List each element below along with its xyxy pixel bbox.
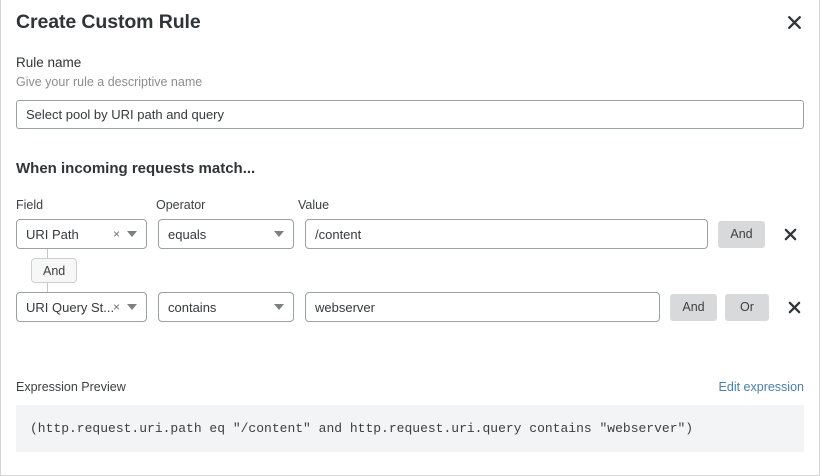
match-section-heading: When incoming requests match... (16, 160, 256, 177)
column-header-value: Value (298, 198, 330, 212)
close-icon[interactable] (782, 10, 806, 34)
page-title: Create Custom Rule (16, 11, 201, 33)
edit-expression-link[interactable]: Edit expression (718, 380, 804, 394)
chevron-down-icon[interactable] (127, 231, 137, 237)
rule-name-hint: Give your rule a descriptive name (16, 75, 203, 89)
operator-select-2[interactable]: contains (158, 292, 294, 322)
dialog-header: Create Custom Rule (16, 0, 804, 35)
field-select-2-clear-icon[interactable]: × (112, 300, 120, 314)
condition-row: URI Path × equals And (16, 219, 804, 249)
rule-name-input[interactable] (16, 100, 804, 129)
condition-row: URI Query St... × contains And Or (16, 292, 804, 322)
expression-preview-section: Expression Preview Edit expression (http… (16, 379, 804, 452)
add-and-condition-button-2[interactable]: And (670, 293, 717, 321)
expression-preview-box: (http.request.uri.path eq "/content" and… (16, 405, 804, 452)
add-and-condition-button-1[interactable]: And (718, 220, 765, 248)
field-select-2-value: URI Query St... (26, 299, 115, 315)
condition-rows: URI Path × equals And And URI Query St. (16, 219, 804, 322)
operator-select-1[interactable]: equals (158, 219, 294, 249)
group-and-badge[interactable]: And (31, 258, 78, 283)
chevron-down-icon[interactable] (127, 304, 137, 310)
field-select-2[interactable]: URI Query St... × (16, 292, 147, 322)
field-select-1[interactable]: URI Path × (16, 219, 147, 249)
condition-column-headers: Field Operator Value (16, 196, 804, 214)
value-input-2[interactable] (305, 292, 660, 322)
column-header-operator: Operator (156, 198, 206, 212)
field-select-1-value: URI Path (26, 226, 79, 242)
rule-name-section: Rule name Give your rule a descriptive n… (16, 54, 804, 129)
operator-select-1-value: equals (168, 226, 207, 242)
chevron-down-icon[interactable] (274, 304, 284, 310)
value-input-1[interactable] (305, 219, 708, 249)
operator-select-2-value: contains (168, 299, 217, 315)
chevron-down-icon[interactable] (274, 231, 284, 237)
add-or-condition-button-2[interactable]: Or (725, 293, 769, 321)
expression-preview-title: Expression Preview (16, 380, 126, 394)
delete-row-icon-2[interactable] (786, 299, 802, 315)
field-select-1-clear-icon[interactable]: × (112, 227, 120, 241)
expression-preview-code: (http.request.uri.path eq "/content" and… (30, 421, 694, 436)
rule-name-label: Rule name (16, 55, 82, 70)
expression-preview-header: Expression Preview Edit expression (16, 379, 804, 396)
column-header-field: Field (16, 198, 44, 212)
delete-row-icon-1[interactable] (782, 226, 798, 242)
